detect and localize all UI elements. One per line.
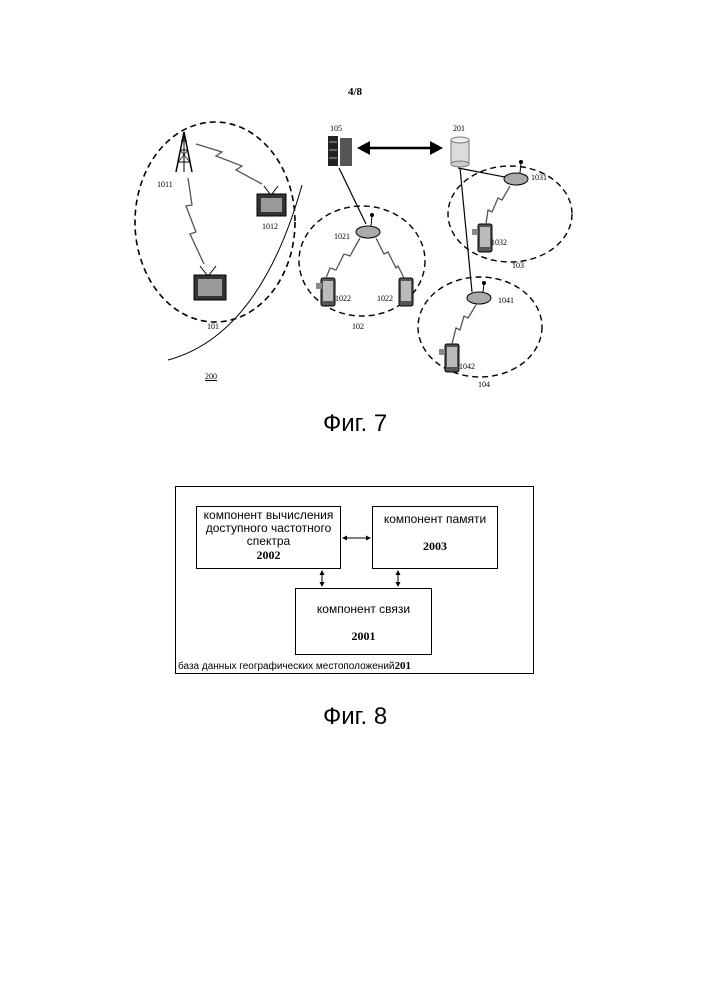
connector-memory-comm (396, 570, 401, 587)
connector-calc-memory (342, 536, 371, 541)
database-label: база данных географических местоположени… (178, 660, 411, 672)
database-label-number: 201 (395, 660, 412, 672)
connector-calc-comm (320, 570, 325, 587)
figure-8-caption: Фиг. 8 (323, 703, 387, 731)
database-label-text: база данных географических местоположени… (178, 661, 395, 672)
